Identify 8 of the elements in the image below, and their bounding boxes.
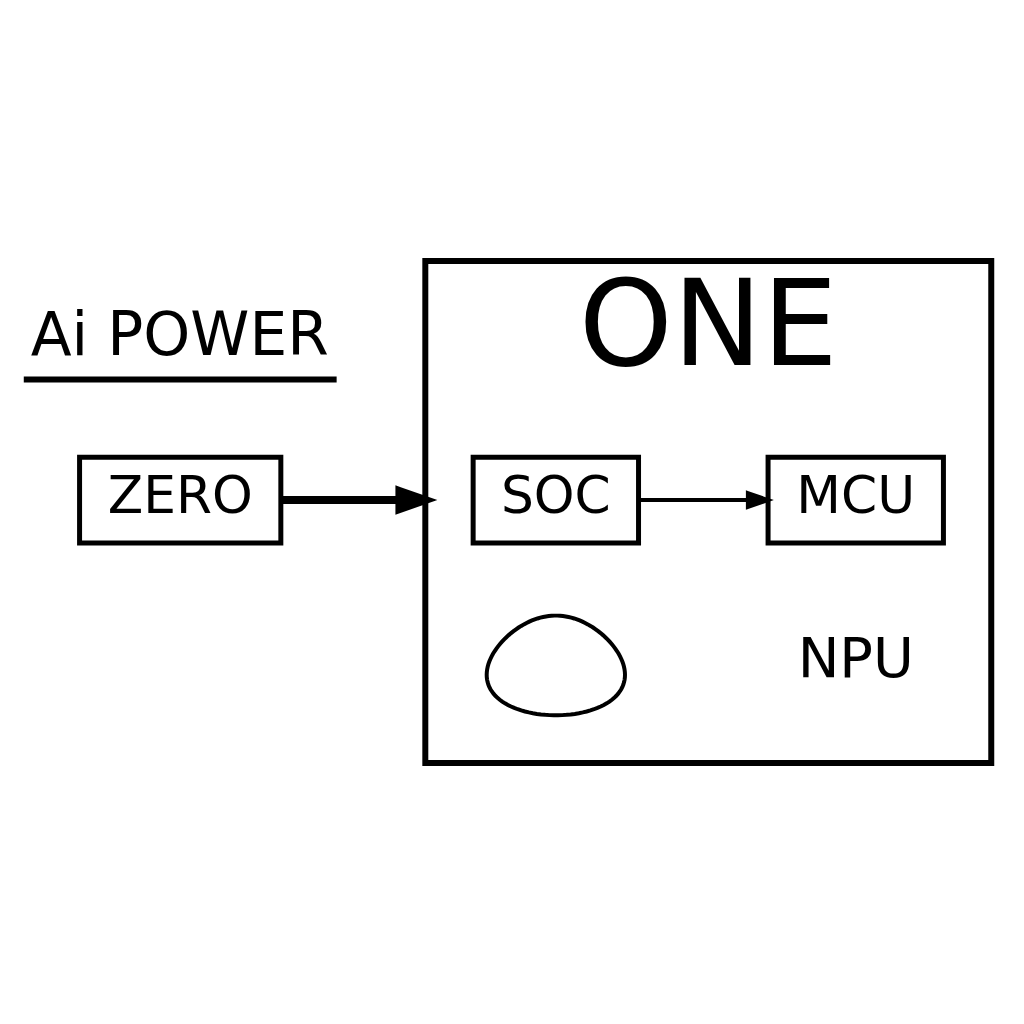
arrow <box>638 490 774 510</box>
node-text: NPU <box>797 625 914 691</box>
node-box: SOC <box>470 454 642 546</box>
node-box: MCU <box>765 454 946 546</box>
arrow <box>281 485 438 515</box>
label: Ai POWER <box>30 299 329 369</box>
node-box: ZERO <box>77 454 284 546</box>
node-picture <box>484 613 627 718</box>
